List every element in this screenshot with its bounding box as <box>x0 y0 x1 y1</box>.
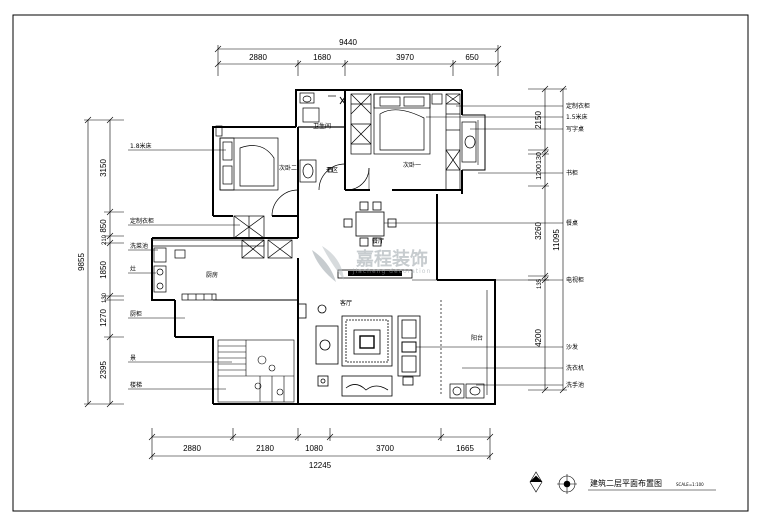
room-dry-area: 干区 <box>326 167 338 174</box>
room-living: 客厅 <box>340 299 352 307</box>
watermark-sub: Jiacheng decoration <box>352 268 432 275</box>
label-wardrobe-right: 定制衣柜 <box>566 102 590 110</box>
label-desk: 写字桌 <box>566 125 584 133</box>
desk <box>461 121 477 163</box>
room-balcony: 阳台 <box>471 334 483 342</box>
bed-1-5m <box>373 93 431 155</box>
washing-machine <box>449 383 465 399</box>
label-sofa: 沙发 <box>566 343 578 351</box>
bottom-dimension-line <box>148 428 494 460</box>
room-dining: 餐厅 <box>372 237 384 245</box>
watermark-logo <box>312 246 344 282</box>
drawing-scale: SCALE=1:100 <box>676 482 704 487</box>
dim-top-3: 3970 <box>396 53 414 62</box>
room-bedroom1: 次卧一 <box>403 161 421 169</box>
dim-right-total: 11095 <box>552 229 561 251</box>
label-wardrobe-left: 定制衣柜 <box>130 217 154 225</box>
dim-right-5: 135 <box>537 278 543 289</box>
drawing-frame <box>12 14 749 512</box>
dim-left-4: 1850 <box>99 261 108 279</box>
washbasin <box>465 383 485 399</box>
dim-left-5: 130 <box>102 292 108 303</box>
bedroom2-furniture <box>215 125 299 239</box>
dim-top-total: 9440 <box>339 38 357 47</box>
drawing-title: 建筑二层平面布置图 <box>590 478 662 488</box>
top-dimension-line <box>214 45 502 76</box>
dim-left-3: 210 <box>102 234 108 245</box>
watermark-name: 嘉程装饰 <box>355 248 428 270</box>
dim-left-6: 1270 <box>99 309 108 327</box>
dim-bottom-5: 1665 <box>456 444 474 453</box>
dim-right-6: 4200 <box>534 329 543 347</box>
coffee-table <box>353 329 381 355</box>
dim-top-2: 1680 <box>313 53 331 62</box>
left-dimension-line <box>84 116 124 408</box>
dim-right-4: 3260 <box>534 222 543 240</box>
dim-left-7: 2395 <box>99 361 108 379</box>
title-compass <box>529 471 577 494</box>
label-washbasin: 洗手池 <box>566 381 584 389</box>
label-sink: 洗菜池 <box>130 242 148 250</box>
label-washing-machine: 洗衣机 <box>566 364 584 372</box>
room-kitchen: 厨房 <box>206 271 218 279</box>
label-bed-1-8m: 1.8米床 <box>130 142 152 150</box>
fridge <box>267 239 293 259</box>
armchair-left <box>315 325 339 365</box>
staircase <box>217 339 295 403</box>
label-bookcase: 书柜 <box>566 169 578 177</box>
sink <box>153 247 167 263</box>
rug <box>341 315 393 367</box>
dim-right-2: 130 <box>536 152 543 164</box>
dim-top-1: 2880 <box>249 53 267 62</box>
label-stairs: 楼梯 <box>130 381 142 389</box>
dim-top-4: 650 <box>465 53 479 62</box>
sofa-right <box>397 315 421 377</box>
dim-left-1: 3150 <box>99 159 108 177</box>
counter <box>181 293 217 301</box>
label-cabinet: 厨柜 <box>130 310 142 318</box>
room-bedroom2: 次卧二 <box>279 164 297 172</box>
dim-bottom-total: 12245 <box>309 461 332 470</box>
left-leaders <box>128 149 240 390</box>
label-bed-1-5m: 1.5米床 <box>566 113 588 121</box>
dim-bottom-1: 2880 <box>183 444 201 453</box>
dining-furniture <box>343 201 397 247</box>
room-bathroom: 卫生间 <box>313 122 331 130</box>
right-leaders <box>384 105 563 386</box>
label-stove: 灶 <box>130 265 136 273</box>
dim-left-total: 9855 <box>77 253 86 271</box>
dim-bottom-3: 1080 <box>305 444 323 453</box>
living-furniture <box>297 303 421 397</box>
dim-right-1: 2150 <box>534 111 543 129</box>
bedroom1-furniture <box>346 93 477 191</box>
dim-bottom-2: 2180 <box>256 444 274 453</box>
wardrobe-bedroom1-right <box>445 93 461 191</box>
dim-left-2: 850 <box>99 219 108 233</box>
kitchen-fixtures <box>151 239 293 301</box>
sofa-bottom <box>341 375 393 397</box>
tv-cabinet <box>337 269 413 279</box>
label-tv-cabinet: 电视柜 <box>566 276 584 284</box>
label-dining-table: 餐桌 <box>566 219 578 227</box>
label-landscape: 景 <box>130 355 136 362</box>
right-dimension-line <box>528 85 567 394</box>
dim-right-3: 1200 <box>536 164 543 180</box>
balcony-fixtures <box>440 300 485 399</box>
kitchen-cabinet-tall <box>241 239 265 259</box>
dining-table <box>355 211 385 237</box>
stove <box>153 265 167 293</box>
bathroom-fixtures <box>299 92 346 191</box>
dim-bottom-4: 3700 <box>376 444 394 453</box>
